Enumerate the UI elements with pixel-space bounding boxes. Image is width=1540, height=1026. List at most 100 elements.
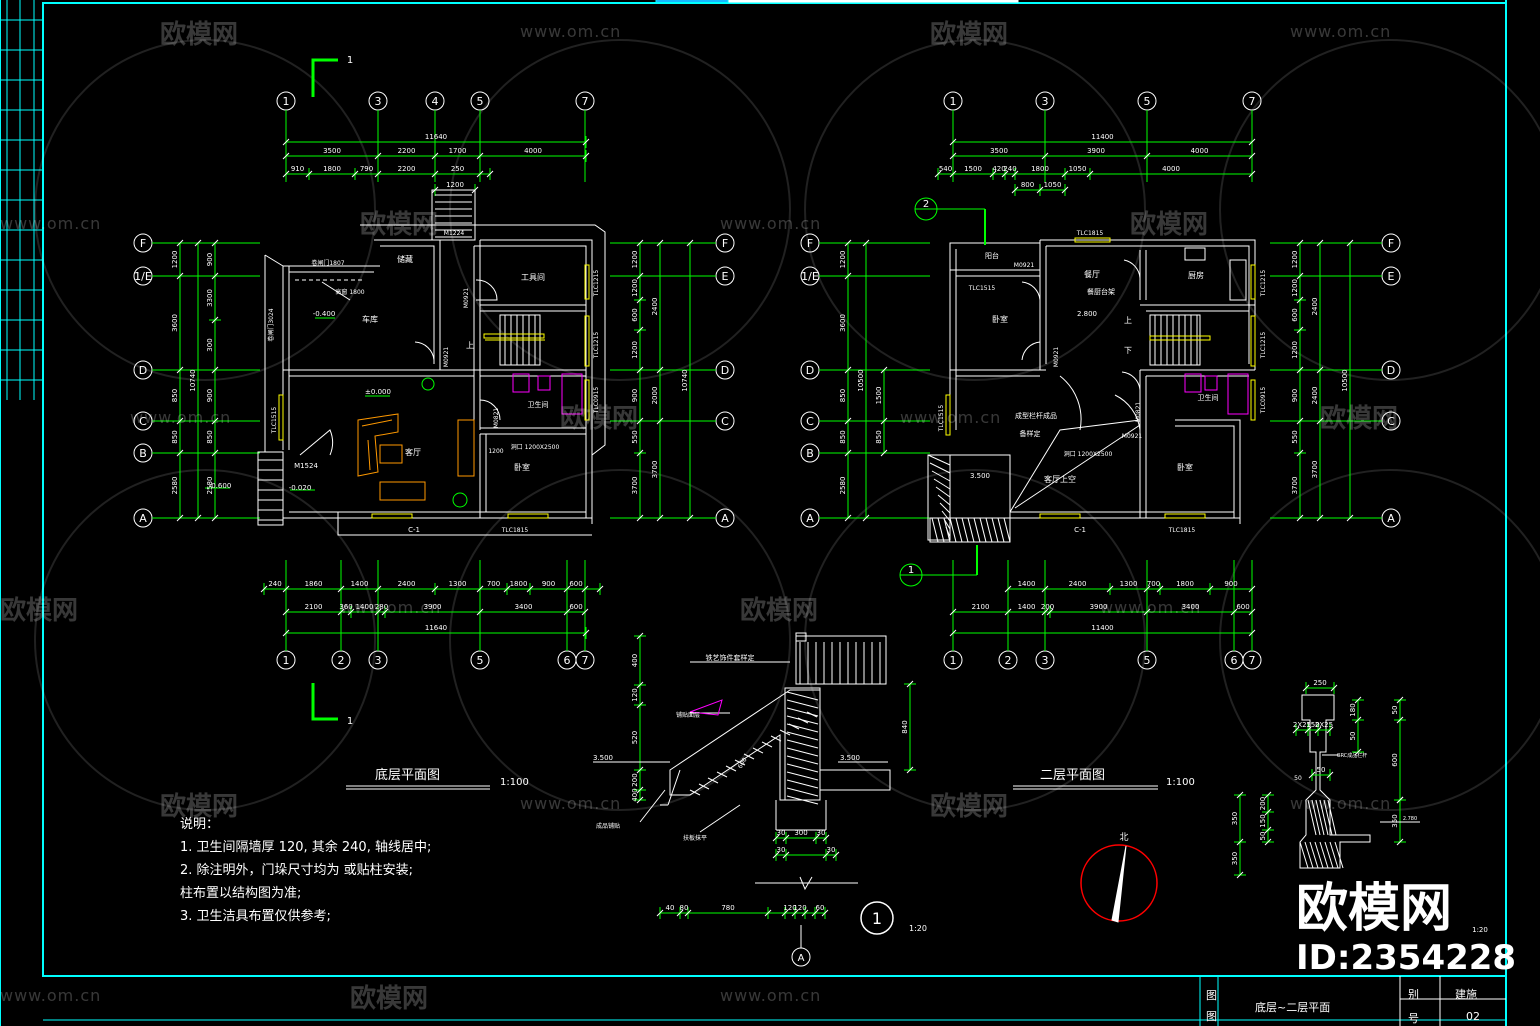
- plan2-axis-left: D: [806, 364, 814, 377]
- stair-hatch: [786, 763, 819, 773]
- plan2-basin: [1204, 375, 1218, 391]
- stair-hatch: [786, 747, 819, 757]
- titleblock-name: 底层~二层平面: [1255, 1001, 1331, 1014]
- dim-label: 600: [1391, 753, 1399, 766]
- label-text: C-1: [408, 526, 420, 534]
- dim-tick: [989, 170, 997, 178]
- dim-label: 550: [1291, 430, 1299, 443]
- dim-label: 900: [206, 389, 214, 402]
- dim-tick: [381, 608, 389, 616]
- dim-tick: [282, 608, 290, 616]
- plan1-dim: 600: [569, 603, 582, 611]
- dim-label: 200: [1259, 797, 1267, 810]
- plan1-tv-cabinet: [457, 419, 475, 477]
- dim-tick: [347, 608, 355, 616]
- plan2-window: [1039, 513, 1081, 519]
- dim-tick: [1296, 272, 1304, 280]
- plan1-dim: 1700: [449, 147, 467, 155]
- label-text: TLC1515: [271, 407, 278, 435]
- plan2-axis-bottom: 3: [1042, 654, 1049, 667]
- dim-tick: [305, 170, 313, 178]
- dim-tick: [684, 909, 692, 917]
- dim-tick: [1396, 696, 1404, 704]
- plan1-entry-step: [257, 451, 284, 526]
- stair-hatch: [707, 777, 719, 784]
- dim-tick: [211, 316, 219, 324]
- dim-tick: [1292, 726, 1300, 734]
- rail-dim: 150: [1306, 721, 1319, 729]
- watermark-brand: 欧模网: [930, 20, 1009, 50]
- plan2-dim: 240: [1003, 165, 1016, 173]
- dim-tick: [636, 514, 644, 522]
- dim-tick: [282, 629, 290, 637]
- titleblock-cell: 号: [1408, 1012, 1419, 1025]
- dim-tick: [563, 608, 571, 616]
- plan2-callout-num: 2: [923, 199, 929, 210]
- plan1-room-label: 储藏: [397, 254, 413, 264]
- plan2-door: [1021, 281, 1041, 301]
- dim-tick: [1346, 514, 1354, 522]
- plan1-handrail: [483, 333, 545, 339]
- notes-item: 2. 除注明外，门垛尺寸均为 或贴柱安装;: [180, 863, 414, 878]
- dim-tick: [194, 239, 202, 247]
- dim-tick: [282, 585, 290, 593]
- plan2-axis-top: 3: [1042, 95, 1049, 108]
- watermark-arc: [449, 469, 791, 811]
- dim-label: 900: [1291, 389, 1299, 402]
- plan2-axis-right: C: [1387, 415, 1395, 428]
- dim-tick: [476, 608, 484, 616]
- stair-dim: 30: [777, 846, 786, 854]
- plan1-garage-slab: [264, 254, 284, 452]
- label-text: TLC0915: [593, 387, 600, 415]
- dim-tick: [822, 851, 830, 859]
- notes-heading: 说明：: [180, 817, 220, 832]
- dim-tick: [1248, 170, 1256, 178]
- watermark-brand: 欧模网: [350, 984, 429, 1014]
- watermark-arc: [34, 39, 376, 381]
- plan2-hatch: [979, 517, 987, 543]
- rail-hatch: [1299, 841, 1309, 869]
- stair-hatch: [698, 783, 710, 790]
- dim-tick: [1230, 608, 1238, 616]
- plan2-axis-right: F: [1388, 237, 1394, 250]
- plan1-room-label: 卫生间: [528, 400, 549, 409]
- stair-note: 成品铺贴: [596, 822, 620, 830]
- watermark-url: www.om.cn: [130, 408, 232, 427]
- dim-tick: [1011, 186, 1019, 194]
- plan1-axis-left: C: [139, 415, 147, 428]
- watermark-brand: 欧模网: [0, 596, 79, 626]
- dim-label: 350: [1231, 852, 1239, 865]
- label-text: TLC0915: [1260, 387, 1267, 415]
- plan1-axis-bottom: 1: [283, 654, 290, 667]
- dim-label: 2580: [206, 477, 214, 495]
- plan2-room-label: 卧室: [1177, 462, 1193, 472]
- rail-hatch: [1319, 841, 1329, 869]
- rail-dim-label: 50: [1294, 775, 1302, 782]
- dim-tick: [880, 417, 888, 425]
- stair-level: 3.500: [593, 754, 613, 762]
- dim-tick: [636, 366, 644, 374]
- dim-tick: [1036, 186, 1044, 194]
- dim-tick: [822, 834, 830, 842]
- plan1-dim: 1800: [323, 165, 341, 173]
- plan2-dim: 4000: [1191, 147, 1209, 155]
- plan2-wc: [1184, 373, 1202, 393]
- plan1-dim: 2100: [305, 603, 323, 611]
- plan1-axis-bottom: 7: [582, 654, 589, 667]
- plan2-wall: [950, 269, 1040, 277]
- plan1-dim: 1200: [446, 181, 464, 189]
- dim-tick: [676, 909, 684, 917]
- plan2-hatch: [931, 470, 951, 482]
- dim-tick: [582, 152, 590, 160]
- dim-tick: [211, 366, 219, 374]
- dim-label: 520: [631, 731, 639, 744]
- plan2-hatch: [949, 517, 957, 543]
- plan1-wall: [480, 369, 586, 377]
- plan1-section-num: 1: [347, 716, 353, 727]
- stair-axis-label: A: [798, 953, 805, 964]
- plan2-room-label: 厨房: [1188, 270, 1204, 280]
- stair-hatch: [743, 753, 755, 760]
- plan1-wall: [474, 239, 593, 524]
